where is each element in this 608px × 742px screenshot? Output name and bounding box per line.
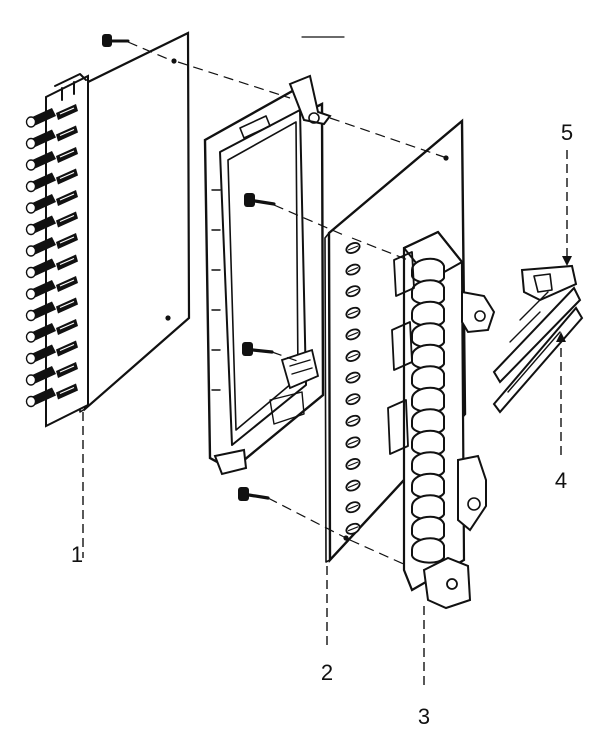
connector-lobes: [411, 257, 445, 564]
board-contact: [345, 458, 361, 470]
connector-lobe: [411, 386, 445, 413]
connector-lobe: [411, 515, 445, 542]
connector-lobe: [411, 429, 445, 456]
board-contact: [345, 501, 361, 514]
screw-upper: [244, 193, 276, 207]
screw-terminal: [25, 383, 78, 408]
callout-1: 1: [71, 542, 83, 567]
board-contact: [345, 263, 361, 276]
screw-terminal: [25, 190, 78, 214]
callout-4: 4: [555, 468, 567, 493]
board-contact: [345, 479, 361, 492]
board-contact: [345, 522, 361, 535]
board-contact: [345, 328, 361, 341]
screw-terminal: [25, 297, 78, 322]
connector-lobe: [411, 451, 445, 478]
connector-lobe: [411, 279, 445, 306]
connector-lobe: [411, 257, 445, 284]
connector-lobe: [411, 322, 445, 349]
screw-terminal: [25, 233, 78, 257]
screw-terminal: [25, 168, 78, 193]
screw-terminal: [25, 125, 78, 150]
connector-lobe: [411, 472, 445, 499]
board-contact: [345, 285, 361, 298]
part-5-upper-spring: [492, 264, 582, 384]
screw-terminal: [25, 340, 78, 365]
part-1-terminal-board: [25, 31, 191, 558]
screw-terminal: [25, 276, 78, 300]
connector-lobe: [411, 300, 445, 327]
board-contact: [345, 350, 361, 362]
screw-terminal: [25, 147, 78, 171]
screw-lower: [238, 487, 270, 501]
board-contact: [345, 414, 361, 427]
callout-2: 2: [321, 660, 333, 685]
board-contact: [345, 242, 361, 254]
board-contact: [345, 306, 361, 319]
connector-lobe: [411, 343, 445, 370]
connector-lobe: [411, 365, 445, 392]
board-contact: [345, 371, 361, 384]
part-3-connector-block: [387, 230, 496, 688]
callout-3: 3: [418, 704, 430, 729]
screw-middle: [242, 342, 274, 356]
mounting-frame: [203, 74, 332, 476]
screw-terminal: [25, 319, 78, 343]
mounting-screw-top: [102, 34, 130, 47]
screw-terminal: [25, 104, 78, 128]
connector-lobe: [411, 408, 445, 435]
connector-lobe: [411, 537, 445, 564]
assembly-lines: [127, 41, 445, 567]
screw-terminals: [25, 104, 78, 408]
connector-lobe: [411, 494, 445, 521]
screw-terminal: [25, 211, 78, 236]
board-contact: [345, 393, 361, 406]
callout-5: 5: [561, 120, 573, 145]
screw-terminal: [25, 254, 78, 279]
board-contacts: [345, 242, 361, 535]
screw-terminal: [25, 362, 78, 386]
board-contact: [345, 436, 361, 449]
